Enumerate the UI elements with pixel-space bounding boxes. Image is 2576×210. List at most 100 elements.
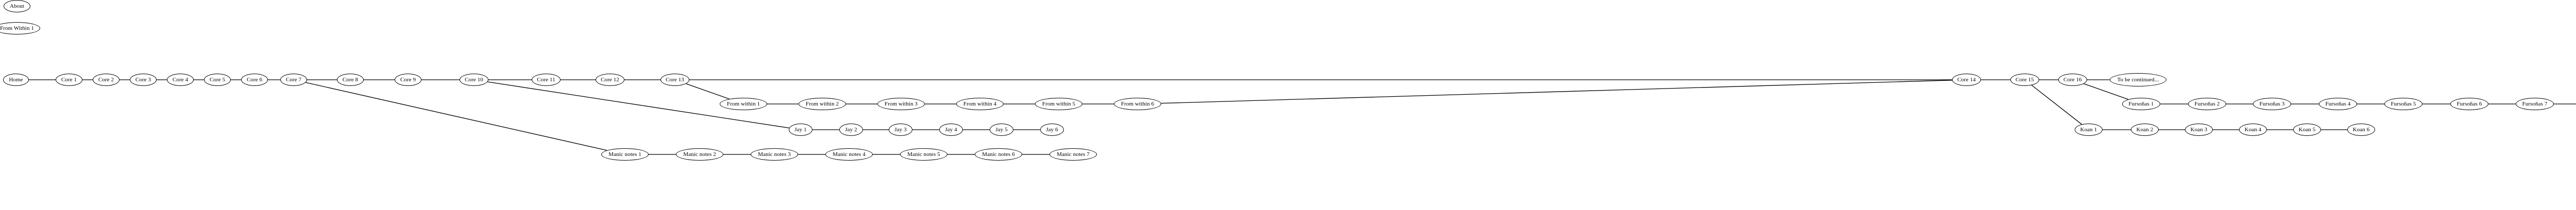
graph-node-core6[interactable]: Core 6: [241, 74, 268, 86]
graph-node-fw3[interactable]: From within 3: [877, 98, 925, 110]
graph-node-label: Jay 1: [794, 126, 807, 133]
graph-node-label: Jay 2: [845, 126, 857, 133]
graph-node-label: Fursoñas 5: [2391, 100, 2416, 107]
graph-node-core3[interactable]: Core 3: [130, 74, 157, 86]
graph-node-label: Koan 6: [2352, 126, 2370, 133]
graph-node-core7[interactable]: Core 7: [280, 74, 307, 86]
graph-node-fu6[interactable]: Fursoñas 6: [2450, 98, 2488, 110]
graph-node-label: Koan 5: [2298, 126, 2316, 133]
graph-edge: [306, 82, 607, 151]
graph-node-jay1[interactable]: Jay 1: [789, 124, 812, 136]
graph-node-ko2[interactable]: Koan 2: [2131, 124, 2159, 136]
graph-node-core14[interactable]: Core 14: [1952, 74, 1981, 86]
graph-node-fu4[interactable]: Fursoñas 4: [2319, 98, 2357, 110]
graph-node-ko1[interactable]: Koan 1: [2075, 124, 2103, 136]
graph-node-home[interactable]: Home: [3, 74, 29, 86]
graph-node-label: Manic notes 4: [833, 151, 866, 157]
graph-node-label: Core 3: [135, 76, 151, 83]
graph-node-label: Core 12: [601, 76, 619, 83]
graph-node-label: Fursoñas 3: [2259, 100, 2285, 107]
graph-node-jay3[interactable]: Jay 3: [889, 124, 912, 136]
graph-node-jay2[interactable]: Jay 2: [839, 124, 863, 136]
graph-node-about[interactable]: About: [4, 0, 30, 12]
graph-node-fu5[interactable]: Fursoñas 5: [2384, 98, 2422, 110]
graph-node-label: From within 4: [963, 100, 997, 107]
graph-node-label: Core 5: [209, 76, 226, 83]
graph-node-label: Manic notes 2: [683, 151, 716, 157]
graph-node-label: To be continued...: [2117, 76, 2159, 83]
graph-node-fromwithin[interactable]: From Within 1: [0, 22, 40, 34]
graph-node-fu3[interactable]: Fursoñas 3: [2253, 98, 2291, 110]
graph-node-label: Fursoñas 2: [2194, 100, 2220, 107]
graph-node-label: Jay 4: [945, 126, 957, 133]
graph-node-label: Core 1: [61, 76, 77, 83]
graph-node-label: Koan 2: [2136, 126, 2154, 133]
graph-node-label: Core 14: [1957, 76, 1976, 83]
graph-node-core10[interactable]: Core 10: [460, 74, 488, 86]
graph-node-label: Core 2: [98, 76, 114, 83]
graph-node-label: Fursoñas 4: [2325, 100, 2351, 107]
graph-node-ko3[interactable]: Koan 3: [2185, 124, 2213, 136]
graph-node-label: From within 6: [1121, 100, 1155, 107]
graph-node-jay5[interactable]: Jay 5: [990, 124, 1013, 136]
graph-node-label: Manic notes 1: [608, 151, 641, 157]
graph-node-core5[interactable]: Core 5: [204, 74, 231, 86]
graph-node-core4[interactable]: Core 4: [167, 74, 194, 86]
graph-edge: [2083, 83, 2129, 100]
graph-node-label: From within 3: [884, 100, 918, 107]
graph-node-label: Core 9: [400, 76, 416, 83]
graph-node-mn4[interactable]: Manic notes 4: [825, 148, 873, 161]
graph-node-label: Koan 4: [2244, 126, 2262, 133]
graph-node-fw6[interactable]: From within 6: [1114, 98, 1161, 110]
graph-node-core2[interactable]: Core 2: [93, 74, 120, 86]
graph-node-label: Fursoñas 7: [2522, 100, 2548, 107]
graph-edge: [1161, 80, 1953, 104]
graph-node-core1[interactable]: Core 1: [56, 74, 82, 86]
graph-node-label: Core 16: [2063, 76, 2082, 83]
graph-node-core8[interactable]: Core 8: [337, 74, 364, 86]
graph-node-label: Manic notes 6: [982, 151, 1015, 157]
graph-node-core9[interactable]: Core 9: [395, 74, 421, 86]
graph-node-label: About: [10, 3, 24, 9]
graph-node-label: Fursoñas 6: [2456, 100, 2482, 107]
graph-node-ko6[interactable]: Koan 6: [2347, 124, 2375, 136]
graph-node-label: Core 10: [465, 76, 483, 83]
graph-node-ko5[interactable]: Koan 5: [2293, 124, 2321, 136]
graph-node-mn3[interactable]: Manic notes 3: [751, 148, 798, 161]
graph-node-label: From within 5: [1042, 100, 1076, 107]
graph-node-mn7[interactable]: Manic notes 7: [1049, 148, 1097, 161]
graph-node-label: Jay 3: [894, 126, 907, 133]
graph-node-label: Manic notes 3: [758, 151, 791, 157]
graph-node-fw1[interactable]: From within 1: [720, 98, 767, 110]
graph-node-tobecontinued[interactable]: To be continued...: [2110, 73, 2166, 86]
graph-node-label: Core 8: [342, 76, 359, 83]
graph-node-core13[interactable]: Core 13: [660, 74, 689, 86]
graph-node-fu1[interactable]: Fursoñas 1: [2122, 98, 2160, 110]
graph-node-fw4[interactable]: From within 4: [956, 98, 1004, 110]
graph-node-mn1[interactable]: Manic notes 1: [601, 148, 649, 161]
graph-node-label: Fursoñas 1: [2128, 100, 2154, 107]
graph-node-fu2[interactable]: Fursoñas 2: [2188, 98, 2226, 110]
graph-node-label: Core 4: [172, 76, 189, 83]
graph-node-jay6[interactable]: Jay 6: [1040, 124, 1064, 136]
graph-node-core16[interactable]: Core 16: [2058, 74, 2087, 86]
graph-node-core12[interactable]: Core 12: [596, 74, 624, 86]
graph-node-core11[interactable]: Core 11: [532, 74, 561, 86]
graph-node-label: Jay 6: [1046, 126, 1058, 133]
graph-node-mn6[interactable]: Manic notes 6: [975, 148, 1022, 161]
graph-node-ko4[interactable]: Koan 4: [2239, 124, 2267, 136]
graph-node-label: Manic notes 7: [1057, 151, 1090, 157]
graph-node-label: Jay 5: [995, 126, 1008, 133]
graph-node-jay4[interactable]: Jay 4: [939, 124, 963, 136]
graph-node-label: Koan 1: [2080, 126, 2097, 133]
graph-node-mn2[interactable]: Manic notes 2: [676, 148, 723, 161]
graph-node-mn5[interactable]: Manic notes 5: [900, 148, 947, 161]
graph-node-label: Koan 3: [2190, 126, 2208, 133]
graph-node-fw2[interactable]: From within 2: [799, 98, 846, 110]
graph-node-label: From within 1: [726, 100, 760, 107]
graph-node-fw5[interactable]: From within 5: [1035, 98, 1082, 110]
graph-node-core15[interactable]: Core 15: [2010, 74, 2039, 86]
graph-node-label: Home: [9, 76, 23, 83]
graph-node-fu7[interactable]: Fursoñas 7: [2516, 98, 2554, 110]
